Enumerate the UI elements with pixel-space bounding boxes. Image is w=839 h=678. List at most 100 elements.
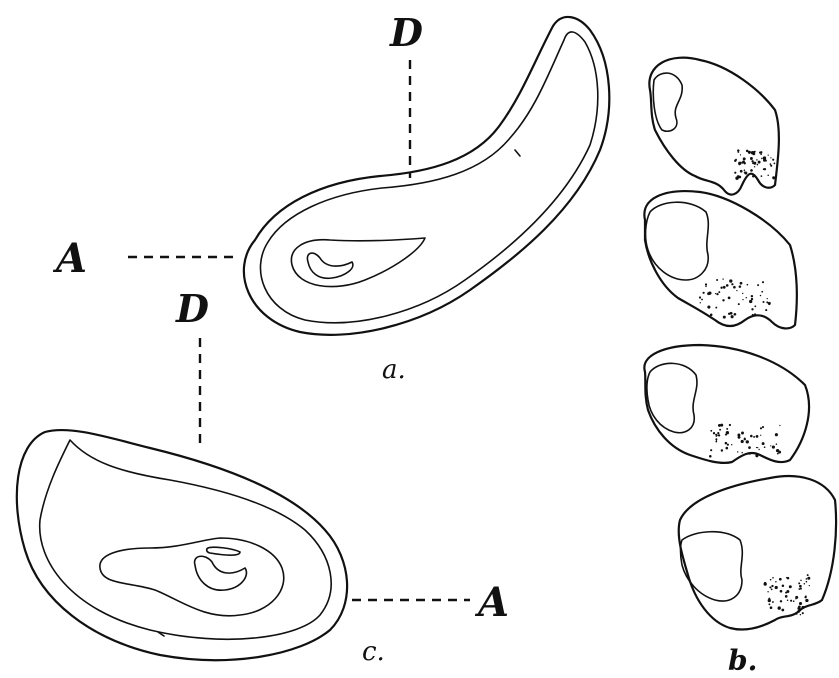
stipple-dot (757, 284, 759, 286)
stipple-dot (760, 295, 761, 296)
stipple-dot (786, 590, 789, 593)
stipple-dot (716, 293, 718, 295)
tooth-view-3 (644, 345, 809, 463)
section-b-label: b. (728, 644, 757, 677)
stipple-dot (746, 150, 749, 153)
stipple-dot (772, 176, 775, 179)
stipple-dot (774, 163, 776, 165)
stipple-dot (705, 283, 707, 285)
stipple-dot (709, 455, 712, 458)
stipple-dot (802, 612, 804, 614)
stipple-dot (733, 286, 736, 289)
stipple-dot (716, 440, 717, 441)
stipple-dot (804, 596, 806, 598)
tooth-2-outline (644, 191, 796, 328)
stipple-dot (738, 436, 741, 439)
stipple-dot (707, 306, 710, 309)
stipple-dot (740, 154, 741, 155)
stipple-dot (742, 299, 743, 300)
section-c-dorsal-label: D (175, 286, 209, 331)
stipple-dot (718, 424, 721, 427)
stipple-dot (802, 606, 805, 609)
stipple-dot (737, 451, 738, 452)
stipple-dot (751, 298, 753, 300)
section-c-pulp-slit (207, 547, 240, 555)
stipple-dot (765, 309, 767, 311)
stipple-dot (759, 152, 761, 154)
tooth-view-2 (644, 191, 796, 328)
stipple-dot (772, 446, 775, 449)
stipple-dot (720, 287, 722, 289)
stipple-dot (775, 433, 778, 436)
stipple-dot (721, 449, 723, 451)
stipple-dot (705, 286, 707, 288)
stipple-dot (800, 614, 801, 615)
stipple-dot (769, 603, 771, 605)
tooth-view-4 (679, 476, 836, 630)
section-a-label: a. (382, 355, 406, 385)
stipple-dot (760, 427, 762, 429)
section-a-anterior-label: A (52, 235, 87, 282)
section-a-anterior-marker: A (52, 235, 240, 282)
stipple-dot (746, 440, 749, 443)
section-c-pulp (195, 556, 247, 590)
tooth-stippling (699, 149, 810, 615)
stipple-dot (756, 447, 757, 448)
stipple-dot (776, 443, 778, 445)
stipple-dot (725, 442, 728, 445)
stipple-dot (722, 299, 724, 301)
stipple-dot (747, 284, 749, 286)
stipple-dot (761, 291, 763, 293)
stipple-dot (749, 300, 752, 303)
section-a-cavity (291, 238, 425, 287)
stipple-dot (770, 157, 771, 158)
stipple-dot (761, 315, 763, 317)
stipple-dot (798, 582, 800, 584)
stipple-dot (754, 305, 756, 307)
stipple-dot (753, 436, 755, 438)
stipple-dot (779, 578, 782, 581)
section-a-dorsal-label: D (389, 10, 423, 55)
stipple-dot (738, 151, 740, 153)
stipple-dot (768, 599, 771, 602)
stipple-dot (762, 281, 764, 283)
stipple-dot (726, 428, 728, 430)
stipple-dot (776, 449, 779, 452)
stipple-dot (699, 296, 701, 298)
stipple-dot (768, 154, 769, 155)
stipple-dot (770, 606, 773, 609)
stipple-dot (734, 313, 737, 316)
stipple-dot (741, 432, 744, 435)
stipple-dot (799, 602, 802, 605)
stipple-dot (726, 284, 729, 287)
stipple-dot (751, 295, 753, 297)
stipple-dot (731, 444, 732, 445)
stipple-dot (742, 160, 745, 163)
stipple-dot (775, 586, 778, 589)
stipple-dot (741, 452, 742, 453)
stipple-dot (758, 161, 761, 164)
stipple-dot (726, 447, 729, 450)
stipple-dot (789, 585, 792, 588)
stipple-dot (728, 313, 730, 315)
stipple-dot (752, 175, 755, 178)
section-a-tick (515, 150, 520, 156)
stipple-dot (795, 598, 796, 599)
stipple-dot (757, 164, 759, 166)
tooth-4-outline (679, 476, 836, 630)
stipple-dot (767, 298, 768, 299)
stipple-dot (796, 614, 797, 615)
stipple-dot (727, 444, 729, 446)
stipple-dot (739, 285, 742, 288)
section-c-dorsal-marker: D (175, 286, 209, 450)
section-a-dorsal-marker: D (389, 10, 423, 178)
section-c-anterior-marker: A (352, 579, 509, 626)
stipple-dot (780, 600, 782, 602)
stipple-dot (716, 279, 718, 281)
stipple-dot (750, 169, 753, 172)
stipple-dot (715, 434, 717, 436)
stipple-dot (744, 171, 747, 174)
stipple-dot (766, 301, 768, 303)
stipple-dot (760, 435, 761, 436)
